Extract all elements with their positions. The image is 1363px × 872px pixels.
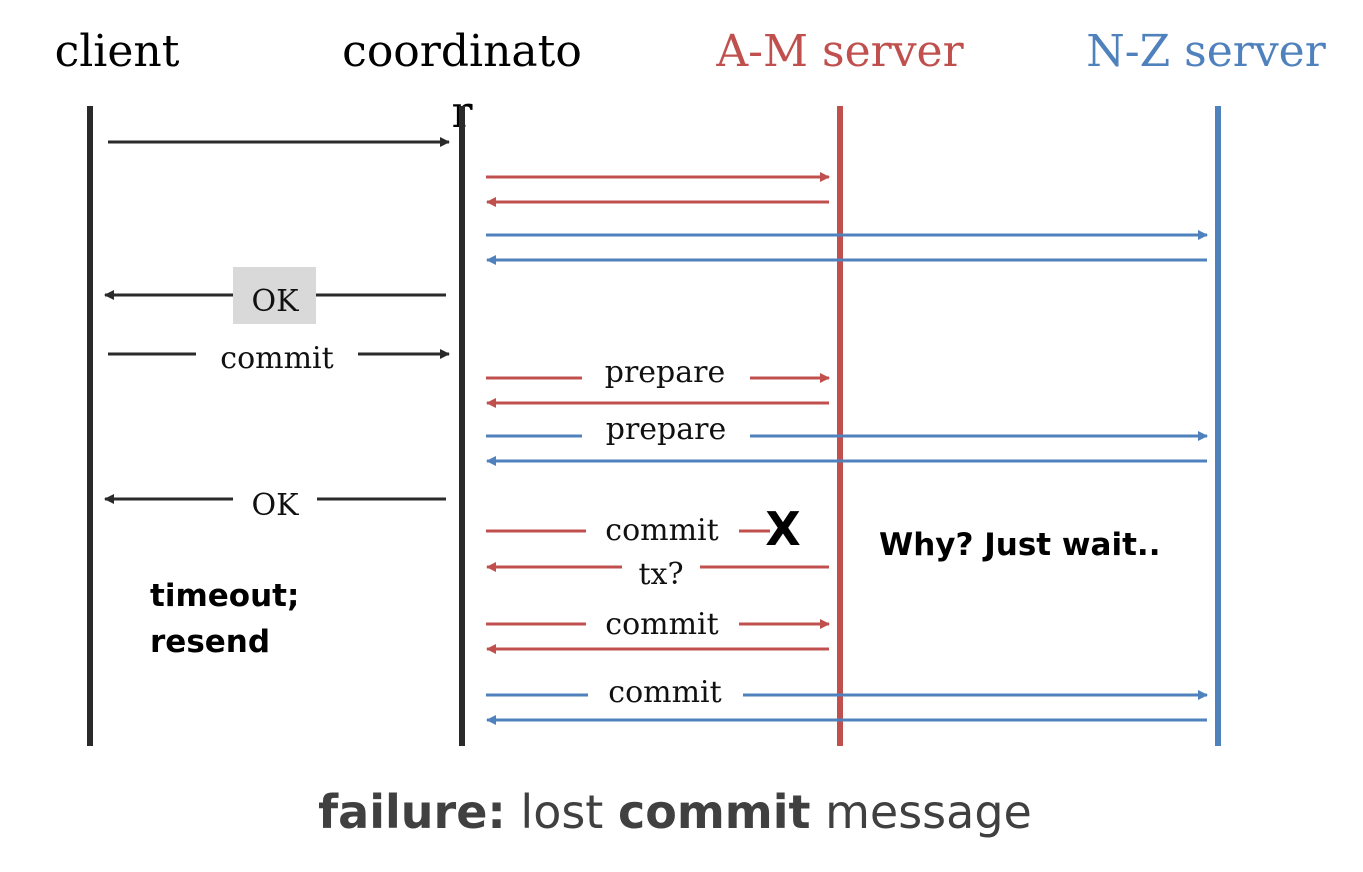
ok-first-label: OK bbox=[251, 284, 299, 319]
server-wait-note: Why? Just wait.. bbox=[879, 527, 1160, 563]
commit-nz-label: commit bbox=[608, 675, 721, 710]
prepare-nz-label: prepare bbox=[606, 412, 726, 447]
lost-mark: X bbox=[765, 502, 800, 556]
caption-part4: message bbox=[810, 785, 1031, 839]
timeout-note-line1: timeout; bbox=[150, 578, 299, 614]
commit-am-resend-label: commit bbox=[605, 607, 718, 642]
tx-query-label: tx? bbox=[638, 557, 683, 592]
am-server-header: A-M server bbox=[715, 26, 964, 77]
client-header: client bbox=[55, 26, 180, 77]
ok-second-label: OK bbox=[251, 488, 299, 523]
nz-server-header: N-Z server bbox=[1086, 26, 1326, 77]
timeout-note-line2: resend bbox=[150, 624, 270, 660]
caption-part1: failure: bbox=[318, 785, 506, 839]
diagram-caption: failure: lost commit message bbox=[318, 785, 1032, 839]
ok-first-label-box bbox=[233, 267, 316, 324]
prepare-am-label: prepare bbox=[605, 355, 725, 390]
caption-part3: commit bbox=[618, 785, 811, 839]
caption-part2: lost bbox=[506, 785, 618, 839]
commit-client-label: commit bbox=[220, 341, 333, 376]
commit-am-lost-label: commit bbox=[605, 513, 718, 548]
coordinator-header: coordinato bbox=[342, 26, 582, 77]
